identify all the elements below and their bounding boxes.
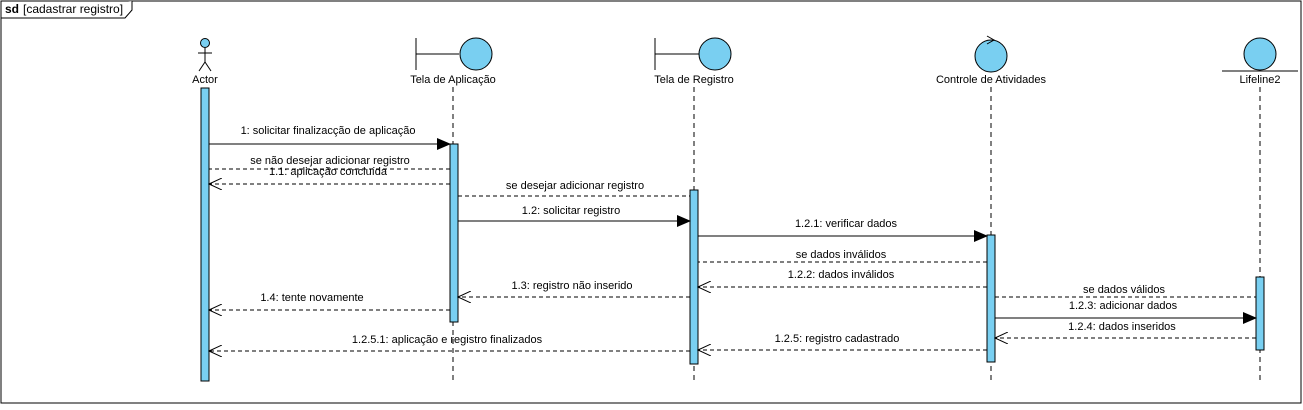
message-label: 1.2: solicitar registro (522, 205, 620, 217)
lifeline-actor: Actor (192, 38, 218, 86)
lifeline-controle: Controle de Atividades (936, 35, 1047, 86)
frame-keyword: sd (5, 2, 19, 16)
lifeline-label-tela-aplicacao: Tela de Aplicação (410, 74, 496, 86)
message-label: 1.2.5: registro cadastrado (775, 333, 900, 345)
activations (200, 87, 1265, 382)
lifeline-lifeline2: Lifeline2 (1222, 37, 1298, 86)
message-label: se desejar adicionar registro (506, 180, 644, 192)
lifeline-tela-registro: Tela de Registro (654, 37, 734, 86)
actor-icon (198, 38, 212, 72)
activation-actor (200, 87, 210, 382)
message-label: 1.2.3: adicionar dados (1069, 300, 1178, 312)
boundary-icon (415, 37, 493, 71)
lifeline-label-controle: Controle de Atividades (936, 74, 1047, 86)
lifeline-tela-aplicacao: Tela de Aplicação (410, 37, 496, 86)
control-icon (974, 35, 1008, 73)
message-label: 1.2.1: verificar dados (795, 218, 898, 230)
message-label: 1: solicitar finalizacção de aplicação (241, 125, 416, 137)
activation-tela-registro (689, 189, 699, 365)
boundary-icon (654, 37, 732, 71)
activation-tela-aplicacao (449, 143, 459, 323)
message-label: se não desejar adicionar registro (250, 155, 410, 167)
message-label: 1.2.4: dados inseridos (1068, 321, 1176, 333)
message-label: 1.3: registro não inserido (511, 280, 632, 292)
lifeline-label-tela-registro: Tela de Registro (654, 74, 734, 86)
message-label: 1.2.5.1: aplicação e registro finalizado… (352, 334, 543, 346)
message-label: 1.2.2: dados inválidos (788, 269, 895, 281)
lifeline-label-actor: Actor (192, 74, 218, 86)
frame-tag-box (1, 1, 133, 19)
entity-icon (1222, 37, 1298, 72)
message-label: se dados inválidos (796, 249, 887, 261)
messages: 1: solicitar finalizacção de aplicação s… (209, 125, 1257, 351)
lifeline-label-lifeline2: Lifeline2 (1240, 74, 1281, 86)
message-label: se dados válidos (1083, 284, 1165, 296)
frame-name: [cadastrar registro] (23, 2, 123, 16)
activation-controle (986, 234, 996, 363)
activation-lifeline2 (1255, 276, 1265, 351)
message-label: 1.4: tente novamente (260, 292, 363, 304)
message-label: 1.1: aplicação concluída (269, 166, 388, 178)
